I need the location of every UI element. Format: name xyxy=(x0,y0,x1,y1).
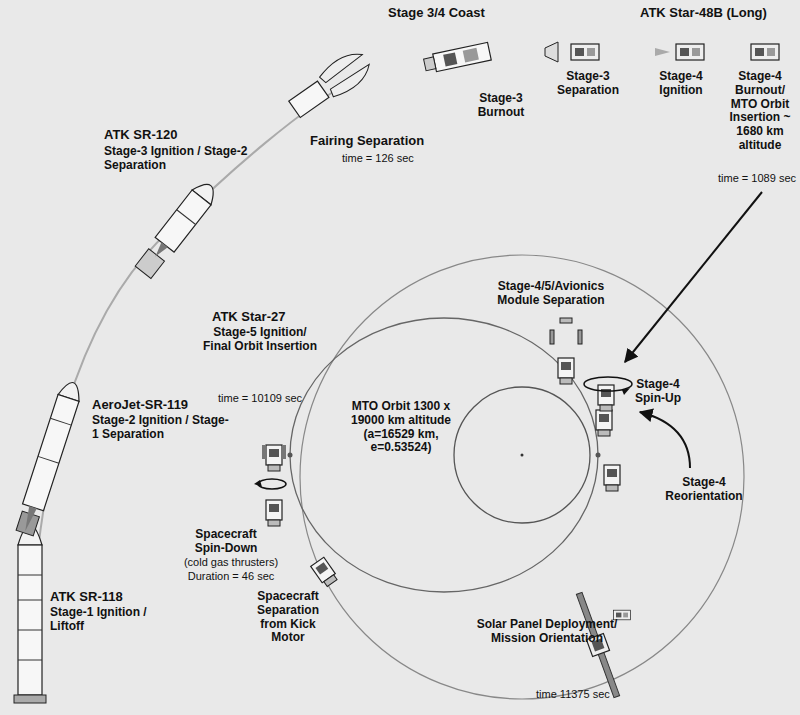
insertion-arrow xyxy=(625,192,762,362)
label-text: Stage-1 Ignition / Liftoff xyxy=(50,606,162,634)
label-text: ATK SR-120 xyxy=(104,128,177,143)
label-text: ATK SR-118 xyxy=(50,590,123,605)
label-text: Spacecraft Spin-Down xyxy=(190,528,262,556)
kick-motor-separation xyxy=(311,557,339,587)
label-text: time = 1089 sec xyxy=(718,172,796,185)
label-text: Stage-3 Ignition / Stage-2 Separation xyxy=(104,145,254,173)
stage-2-rocket xyxy=(14,379,84,536)
stage-4-ignition xyxy=(655,44,704,60)
stage-5-spacecraft xyxy=(262,445,286,471)
fairing-separation xyxy=(285,46,374,122)
label-text: Spacecraft Separation from Kick Motor xyxy=(246,590,330,645)
avionics-separation xyxy=(550,318,582,384)
label-text: Stage-5 Ignition/ Final Orbit Insertion xyxy=(200,326,320,354)
stage-34-coast xyxy=(423,42,491,73)
solar-panel-spacecraft xyxy=(571,590,626,700)
label-text: time 11375 sec xyxy=(536,688,610,701)
label-text: time = 126 sec xyxy=(342,152,414,165)
label-text: Stage-2 Ignition / Stage-1 Separation xyxy=(92,414,232,442)
label-text: Solar Panel Deployment/ Mission Orientat… xyxy=(474,618,620,646)
label-text: AeroJet-SR-119 xyxy=(92,398,188,413)
label-text: Fairing Separation xyxy=(310,134,424,149)
trajectory xyxy=(30,75,360,700)
label-text: ATK Star-27 xyxy=(212,310,285,325)
label-text: Stage-4 Ignition xyxy=(650,70,712,98)
outer-orbit xyxy=(300,255,744,699)
stage-4-burnout xyxy=(751,44,779,60)
label-text: Duration = 46 sec xyxy=(176,570,286,583)
label-text: Stage 3/4 Coast xyxy=(388,6,485,21)
stage-4-spacecraft xyxy=(584,377,690,491)
stage-1-rocket xyxy=(14,525,46,703)
label-text: Stage-4/5/Avionics Module Separation xyxy=(484,280,618,308)
label-text: Stage-3 Burnout xyxy=(466,92,536,120)
label-text: time = 10109 sec xyxy=(218,392,302,405)
stage-3-rocket xyxy=(134,178,221,279)
label-text: Stage-4 Burnout/ MTO Orbit Insertion ~ 1… xyxy=(724,70,796,153)
label-text: MTO Orbit 1300 x 19000 km altitude (a=16… xyxy=(342,400,460,455)
label-text: Stage-4 Spin-Up xyxy=(630,378,686,406)
label-text: (cold gas thrusters) xyxy=(176,556,286,569)
mto-orbit xyxy=(290,318,598,592)
earth xyxy=(454,387,590,523)
label-text: Stage-3 Separation xyxy=(548,70,628,98)
spin-down-spacecraft xyxy=(254,479,286,526)
stage-3-separation xyxy=(545,42,599,62)
label-text: ATK Star-48B (Long) xyxy=(640,6,767,21)
label-text: Stage-4 Reorientation xyxy=(654,476,754,504)
